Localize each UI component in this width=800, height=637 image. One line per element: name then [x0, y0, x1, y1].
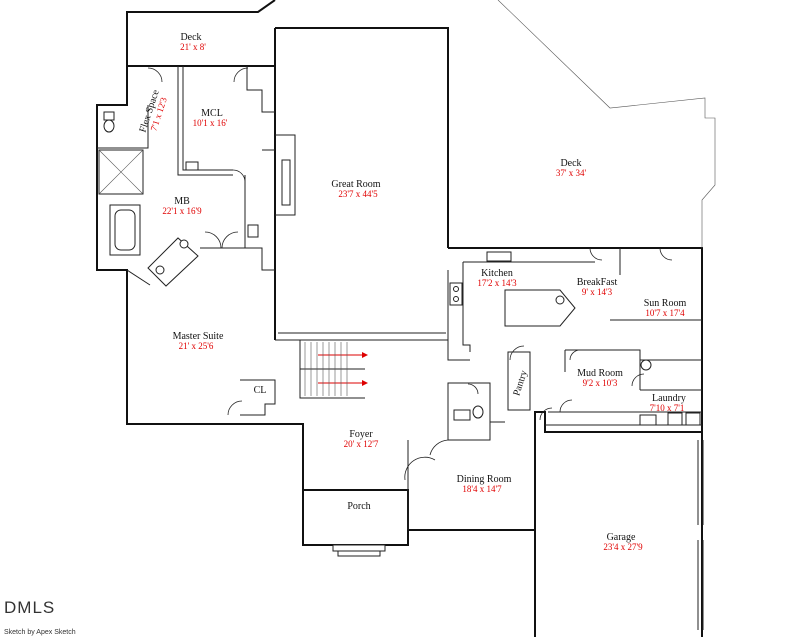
room-dims-great-room: 23'7 x 44'5 [338, 189, 378, 199]
room-name-deck-large: Deck [560, 158, 581, 169]
room-name-great-room: Great Room [331, 179, 380, 190]
room-name-mcl: MCL [201, 108, 223, 119]
room-dims-garage: 23'4 x 27'9 [603, 542, 643, 552]
room-name-mud-room: Mud Room [577, 368, 623, 379]
room-dims-mcl: 10'1 x 16' [193, 118, 228, 128]
stair-arrows [304, 342, 368, 396]
room-dims-deck-small: 21' x 8' [180, 42, 206, 52]
sketch-credit: Sketch by Apex Sketch [4, 629, 76, 636]
room-name-sun-room: Sun Room [644, 298, 687, 309]
room-dims-foyer: 20' x 12'7 [344, 439, 379, 449]
room-dims-kitchen: 17'2 x 14'3 [477, 278, 517, 288]
room-name-pantry: Pantry [511, 369, 530, 397]
room-name-dining-room: Dining Room [457, 474, 512, 485]
room-name-mb: MB [174, 196, 190, 207]
doors [147, 67, 673, 481]
room-dims-mud-room: 9'2 x 10'3 [583, 378, 618, 388]
room-name-foyer: Foyer [349, 429, 373, 440]
room-name-kitchen: Kitchen [481, 268, 513, 279]
fixtures [98, 111, 701, 557]
room-name-master-suite: Master Suite [173, 331, 224, 342]
room-dims-mb: 22'1 x 16'9 [162, 206, 202, 216]
room-dims-master-suite: 21' x 25'6 [179, 341, 214, 351]
room-name-garage: Garage [607, 532, 636, 543]
room-name-laundry: Laundry [652, 393, 686, 404]
dmls-logo: DMLS [4, 598, 55, 617]
room-name-porch: Porch [347, 501, 370, 512]
room-dims-laundry: 7'10 x 7'1 [650, 403, 685, 413]
room-dims-deck-large: 37' x 34' [556, 168, 587, 178]
exterior-walls [96, 0, 716, 637]
room-dims-dining-room: 18'4 x 14'7 [462, 484, 502, 494]
room-name-deck-small: Deck [180, 32, 201, 43]
room-labels: Deck 21' x 8' Flex Space 7'1 x 12'3 MCL … [138, 32, 687, 552]
room-name-cl: CL [254, 385, 267, 396]
room-name-breakfast: BreakFast [577, 277, 618, 288]
room-dims-sun-room: 10'7 x 17'4 [645, 308, 685, 318]
room-dims-breakfast: 9' x 14'3 [582, 287, 613, 297]
